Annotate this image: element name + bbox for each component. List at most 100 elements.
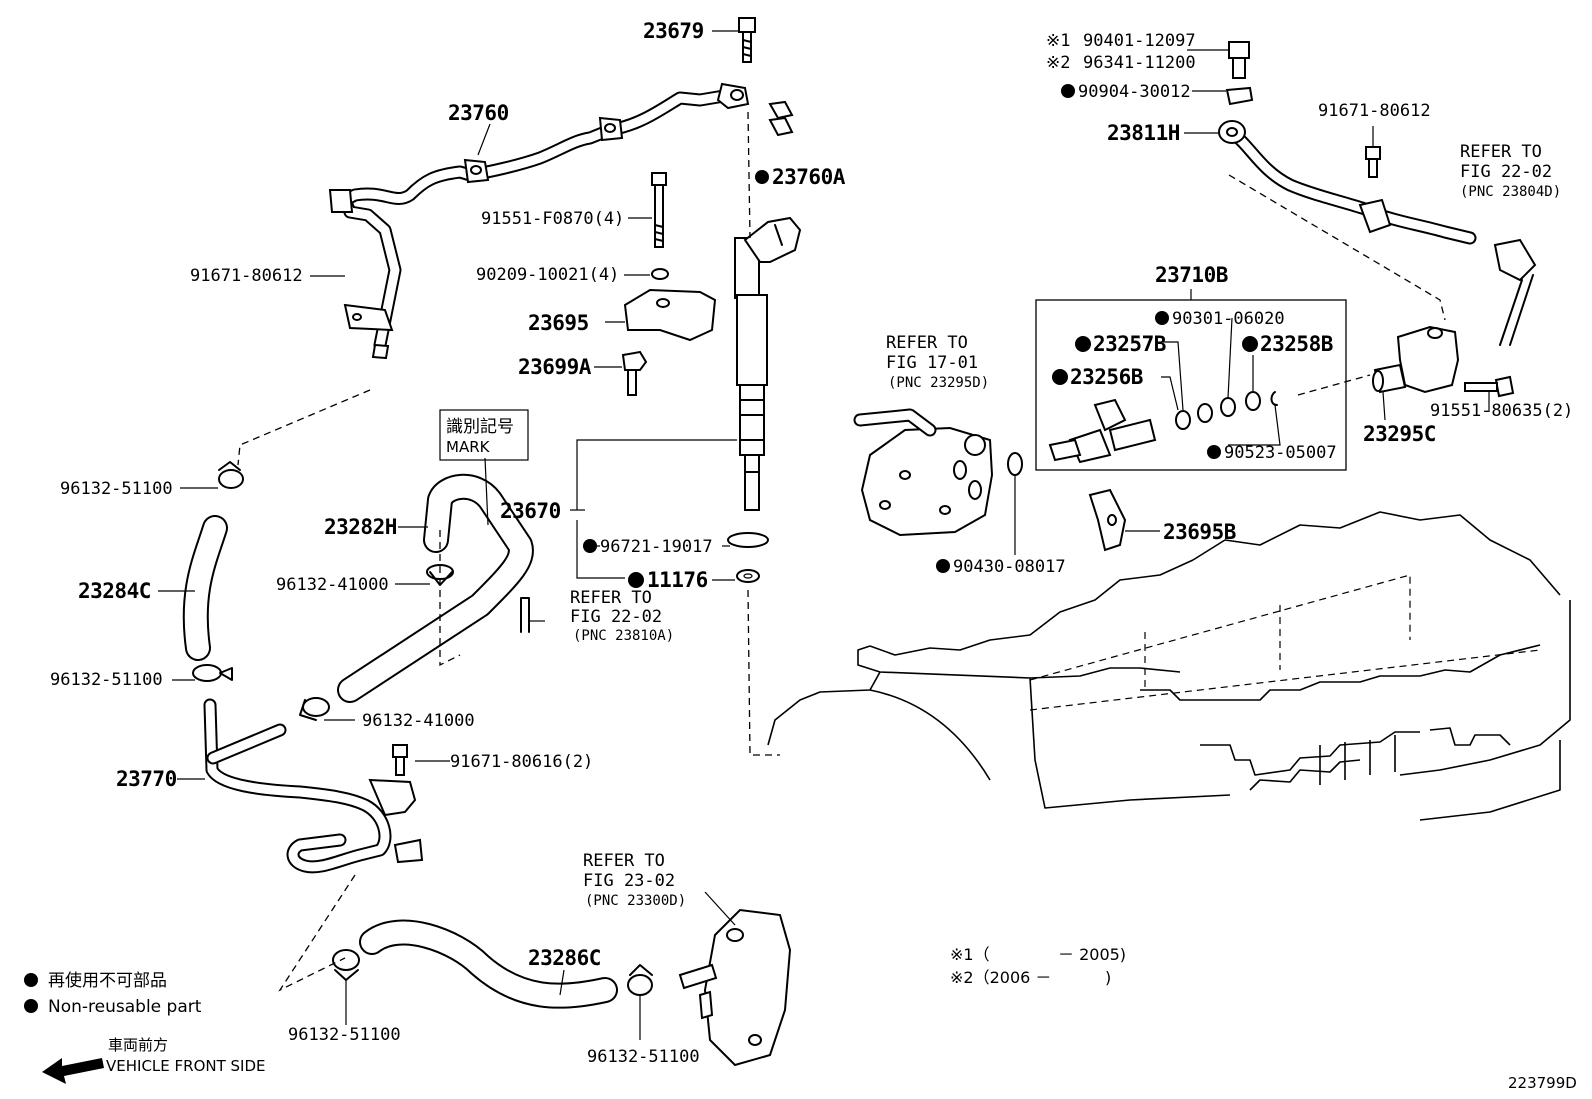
tube-stub-icon [520, 597, 530, 633]
label-pnc-23810A: (PNC 23810A) [573, 628, 674, 644]
hose-clip-96132-51100-c-icon [332, 949, 360, 981]
fuel-injector [734, 216, 802, 511]
legend-jp: 再使用不可部品 [48, 970, 167, 991]
bolt-23699A-icon [621, 350, 648, 396]
pressure-regulator-23295C-icon [1372, 325, 1460, 394]
label-fig-17-01: FIG 17-01 [886, 353, 978, 373]
bolt-23679-icon [738, 17, 756, 63]
o-ring-96721-icon [727, 532, 769, 548]
ring-23257B-icon [1197, 403, 1213, 423]
label-90430-08017: 90430-08017 [953, 557, 1066, 577]
label-refer-22-02-a: REFER TO [1460, 142, 1542, 162]
label-91551-F0870: 91551-F0870(4) [481, 209, 624, 229]
diagram-code: 223799D [1508, 1074, 1577, 1092]
label-91551-80635: 91551-80635(2) [1430, 401, 1573, 421]
label-96132-51100-d: 96132-51100 [587, 1047, 700, 1067]
engine-block-outline [767, 511, 1571, 821]
label-range1-open: ※1（ [950, 945, 990, 964]
label-fig-22-02-b: FIG 22-02 [570, 607, 662, 627]
label-96132-51100-c: 96132-51100 [288, 1025, 401, 1045]
label-mark-en: MARK [446, 438, 491, 456]
label-fig-23-02: FIG 23-02 [583, 871, 675, 891]
vacuum-pump-icon [678, 908, 792, 1067]
pipe-23811H [1218, 120, 1537, 346]
leader-lines [158, 30, 1490, 1040]
gasket-90904-icon [1225, 86, 1254, 106]
supply-pump-housing-icon [853, 408, 994, 537]
gasket-11176-icon [736, 569, 760, 583]
label-96132-41000-b: 96132-41000 [362, 711, 475, 731]
bolt-91671-80612-right-icon [1365, 146, 1381, 178]
washer-90209-icon [651, 268, 669, 280]
injector-clamp-23695-icon [623, 288, 717, 342]
tube-23770 [203, 698, 424, 874]
label-mark-jp: 識別記号 [446, 417, 514, 437]
bolt-91671-80616-icon [392, 744, 408, 776]
label-90523-05007: 90523-05007 [1224, 443, 1337, 463]
label-23699A: 23699A [518, 355, 592, 379]
label-90401-12097: 90401-12097 [1083, 31, 1196, 51]
hose-clip-96132-51100-d-icon [627, 964, 653, 996]
label-pnc-23295D: (PNC 23295D) [888, 375, 989, 391]
label-range1-end: － 2005) [1058, 945, 1126, 964]
label-23710B: 23710B [1155, 263, 1228, 287]
label-91671-80612-right: 91671-80612 [1318, 101, 1431, 121]
legend-bullet-icon [24, 973, 38, 987]
label-90301-06020: 90301-06020 [1172, 309, 1285, 329]
label-91671-80612-left: 91671-80612 [190, 266, 303, 286]
label-23760A: 23760A [772, 165, 846, 189]
label-96132-41000-a: 96132-41000 [276, 575, 389, 595]
label-23770: 23770 [116, 767, 177, 791]
label-pnc-23804D: (PNC 23804D) [1460, 184, 1561, 200]
hose-clip-96132-b-icon [192, 664, 233, 682]
snap-ring-90523-icon [1270, 391, 1278, 406]
legend-front-jp: 車両前方 [108, 1036, 168, 1054]
label-96341-11200: 96341-11200 [1083, 53, 1196, 73]
injection-tube-23760 [328, 82, 750, 360]
hose-23284C [182, 515, 228, 661]
label-23295C: 23295C [1363, 422, 1436, 446]
label-pnc-23300D: (PNC 23300D) [585, 893, 686, 909]
clamp-23760A-icon [768, 100, 794, 137]
bracket-23695B-icon [1088, 488, 1127, 552]
label-96132-51100-a: 96132-51100 [60, 479, 173, 499]
label-mark1: ※1 [1046, 31, 1070, 51]
label-11176: 11176 [647, 568, 708, 592]
hose-clip-96132-41000-b-icon [299, 697, 330, 721]
label-refer-23-02: REFER TO [583, 851, 665, 871]
front-arrow-icon [42, 1058, 104, 1084]
label-fig-22-02-a: FIG 22-02 [1460, 162, 1552, 182]
legend-en: Non-reusable part [48, 997, 202, 1017]
o-ring-23257B-icon [1175, 410, 1191, 430]
label-23695: 23695 [528, 311, 589, 335]
label-23256B: 23256B [1070, 365, 1143, 389]
hose-23286C [359, 919, 618, 1009]
label-23257B: 23257B [1093, 332, 1166, 356]
hose-23282H [337, 473, 534, 703]
label-91671-80616: 91671-80616(2) [450, 752, 593, 772]
label-range2-open: ※2（2006 － [950, 968, 1051, 987]
label-90904-30012: 90904-30012 [1078, 82, 1191, 102]
hose-clip-96132-icon [218, 461, 244, 489]
label-23258B: 23258B [1260, 332, 1333, 356]
label-23695B: 23695B [1163, 520, 1236, 544]
mark-box [439, 409, 529, 461]
fuel-sensor-23256B-icon [1048, 398, 1157, 464]
label-23670: 23670 [500, 499, 561, 523]
alignment-lines [237, 111, 1446, 992]
label-mark2: ※2 [1046, 53, 1070, 73]
label-90209-10021: 90209-10021(4) [476, 265, 619, 285]
label-23811H: 23811H [1107, 121, 1180, 145]
label-23286C: 23286C [528, 946, 601, 970]
washer-90301-icon [1220, 397, 1236, 417]
bolt-91551-icon [651, 172, 667, 248]
label-23679: 23679 [643, 19, 704, 43]
label-23760: 23760 [448, 101, 509, 125]
label-range2-end: ) [1105, 968, 1111, 987]
gasket-90430-icon [1007, 452, 1023, 476]
label-96132-51100-b: 96132-51100 [50, 670, 163, 690]
bolt-90401-icon [1228, 41, 1250, 79]
label-23284C: 23284C [78, 579, 151, 603]
